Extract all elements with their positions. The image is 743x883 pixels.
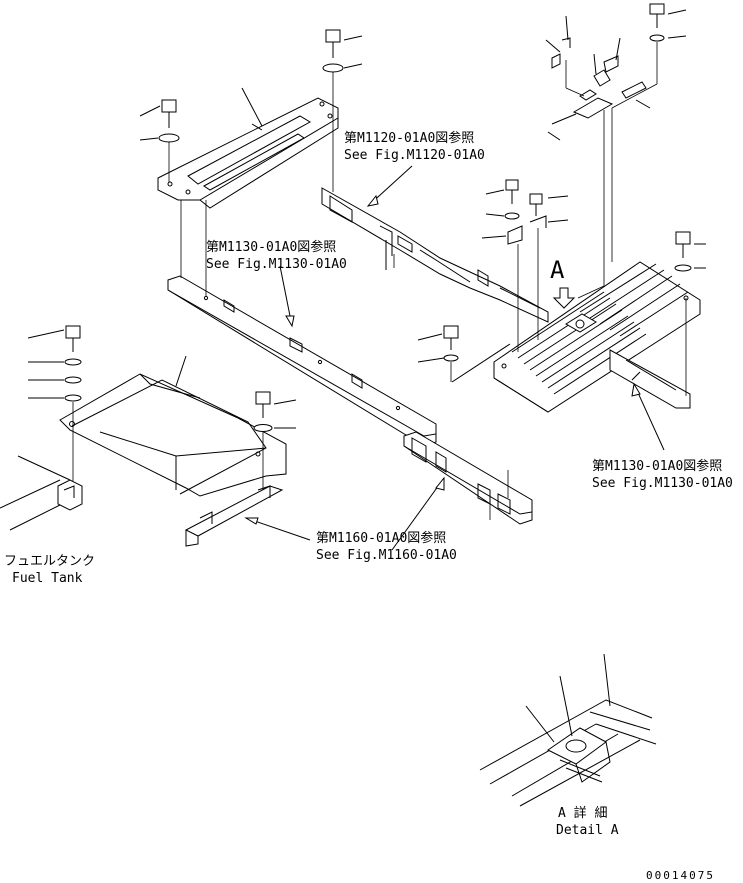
latch-assembly: [545, 3, 687, 299]
detail-label-en: Detail A: [556, 823, 619, 838]
detail-a-view: [479, 653, 657, 807]
reference-label-jp: 第M1130-01A0図参照: [206, 239, 336, 255]
fuel-tank-stub: [0, 455, 83, 531]
drawing-number: 00014075: [646, 869, 715, 882]
lower-left-cover-plate: [27, 325, 297, 547]
reference-leaders: [244, 165, 665, 551]
reference-label-jp: 第M1160-01A0図参照: [316, 530, 446, 546]
reference-label-jp: 第M1120-01A0図参照: [344, 130, 474, 146]
lower-rail: [403, 431, 533, 525]
reference-labels: 第M1120-01A0図参照 See Fig.M1120-01A0 第M1130…: [206, 130, 733, 563]
fuel-tank-label-jp: フュエルタンク: [4, 554, 95, 569]
reference-label-jp: 第M1130-01A0図参照: [592, 458, 722, 474]
view-arrow-label: A: [550, 256, 565, 284]
reference-label-en: See Fig.M1160-01A0: [316, 548, 457, 563]
reference-label-en: See Fig.M1120-01A0: [344, 148, 485, 163]
detail-label-jp: A 詳 細: [558, 805, 607, 821]
fuel-tank-label-en: Fuel Tank: [12, 571, 83, 586]
reference-label-en: See Fig.M1130-01A0: [206, 257, 347, 272]
upper-center-bracket: [321, 114, 549, 323]
right-floor-grating: A: [417, 179, 706, 413]
reference-label-en: See Fig.M1130-01A0: [592, 476, 733, 491]
upper-left-cover-plate: [139, 29, 363, 209]
